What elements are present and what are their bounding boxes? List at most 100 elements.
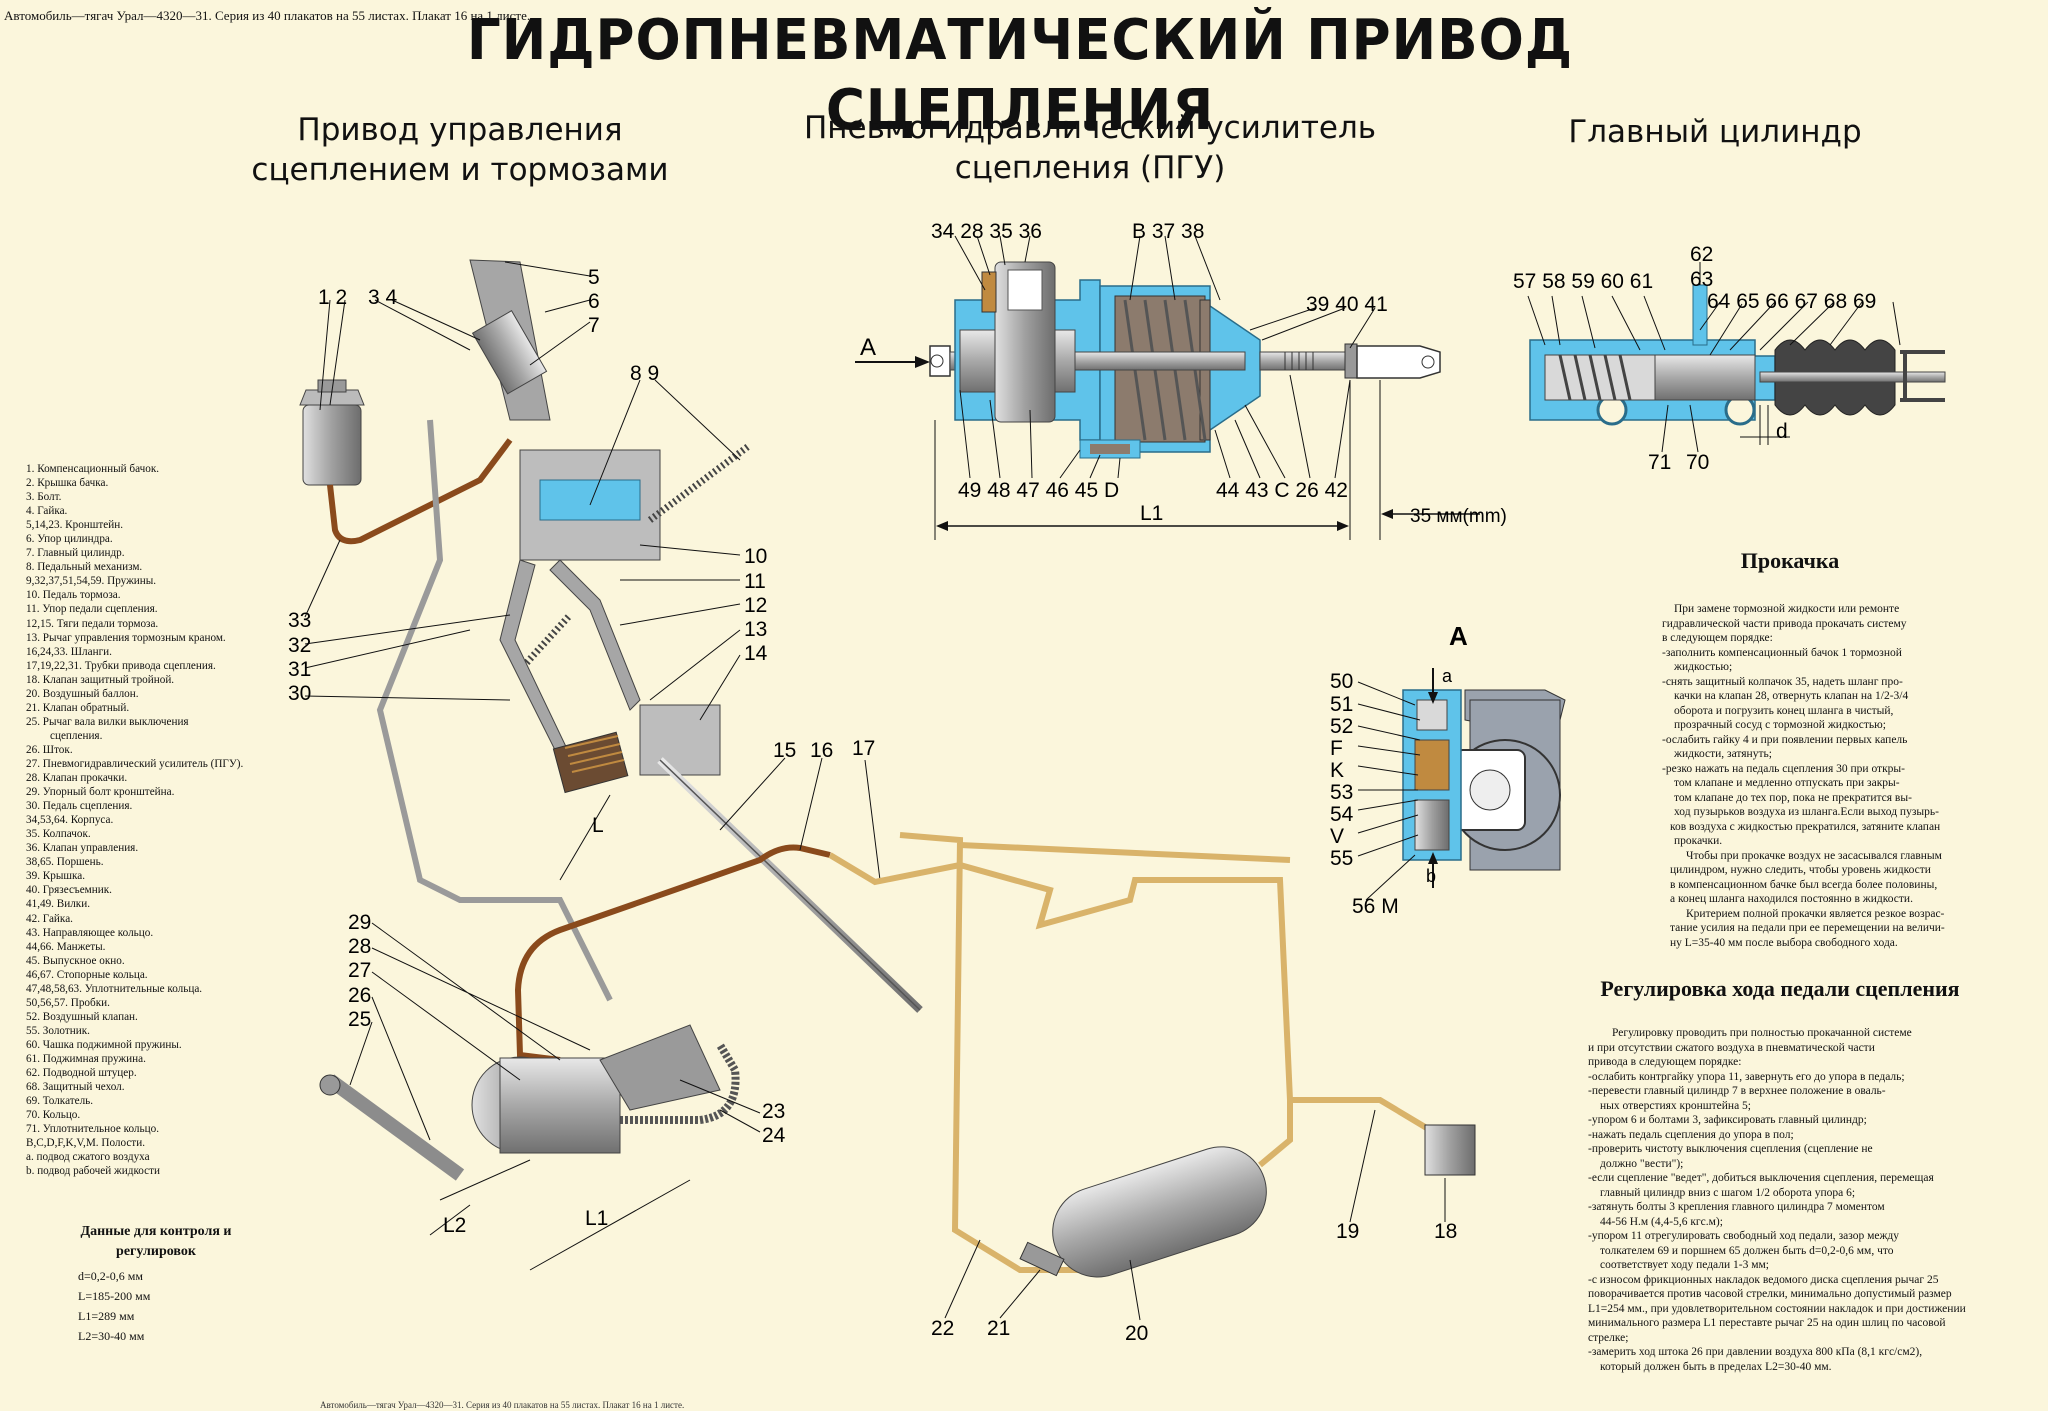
adjust-title: Регулировка хода педали сцепления — [1600, 976, 1960, 1001]
legend-item: 20. Воздушный баллон. — [26, 687, 139, 700]
view-a-callout-52: 52 — [1330, 715, 1353, 738]
bleeding-instructions: При замене тормозной жидкости или ремонт… — [1662, 603, 1945, 949]
pgu-arrow-a-label: A — [860, 334, 876, 361]
master-dimension-d: d — [1776, 420, 1788, 443]
legend-item: 12,15. Тяги педали тормоза. — [26, 617, 159, 630]
legend-item: 46,67. Стопорные кольца. — [26, 968, 148, 981]
drive-assembly-drawing — [299, 259, 923, 1271]
control-item: L=185-200 мм — [78, 1289, 151, 1303]
callout-18: 18 — [1434, 1220, 1457, 1243]
view-a-callout-50: 50 — [1330, 670, 1353, 693]
legend-item: сцепления. — [50, 729, 103, 742]
master-callout-70: 70 — [1686, 451, 1709, 474]
legend-item: 5,14,23. Кронштейн. — [26, 519, 124, 532]
callout-10: 10 — [744, 545, 767, 568]
callout-12: 12 — [744, 594, 767, 617]
callout-1-2: 1 2 — [318, 286, 347, 309]
legend-item: a. подвод сжатого воздуха — [26, 1151, 150, 1164]
legend-item: 4. Гайка. — [26, 505, 68, 518]
pgu-callouts-top-left: 34 28 35 36 — [931, 220, 1042, 243]
pgu-callouts-top-mid: B 37 38 — [1132, 220, 1204, 243]
view-a-callout-54: 54 — [1330, 803, 1354, 826]
legend-item: 30. Педаль сцепления. — [26, 800, 133, 813]
callout-22: 22 — [931, 1317, 954, 1340]
legend-item: 55. Золотник. — [26, 1024, 90, 1037]
poster-title: ГИДРОПНЕВМАТИЧЕСКИЙ ПРИВОД СЦЕПЛЕНИЯ — [466, 8, 1574, 143]
legend-item: 35. Колпачок. — [26, 828, 91, 841]
callout-14: 14 — [744, 642, 768, 665]
pgu-drawing — [855, 235, 1480, 540]
view-a-drawing — [1357, 668, 1566, 901]
dimension-l: L — [592, 814, 604, 837]
master-callouts-left: 57 58 59 60 61 — [1513, 270, 1653, 293]
callout-23: 23 — [762, 1100, 785, 1123]
callout-30: 30 — [288, 682, 311, 705]
legend-item: 42. Гайка. — [26, 912, 73, 925]
master-callouts-right: 64 65 66 67 68 69 — [1707, 290, 1876, 313]
legend-item: 26. Шток. — [26, 743, 73, 756]
callout-27: 27 — [348, 959, 371, 982]
legend-item: 52. Воздушный клапан. — [26, 1010, 138, 1023]
pgu-callouts-bottom-right: 44 43 C 26 42 — [1216, 479, 1348, 502]
legend-item: 1. Компенсационный бачок. — [26, 463, 160, 475]
legend-item: 69. Толкатель. — [26, 1095, 94, 1108]
legend-item: 44,66. Манжеты. — [26, 940, 106, 953]
legend-item: 45. Выпускное окно. — [26, 954, 125, 967]
callout-33: 33 — [288, 609, 311, 632]
callout-15: 15 — [773, 739, 796, 762]
master-cylinder-drawing — [1527, 262, 1946, 453]
legend-item: 7. Главный цилиндр. — [26, 547, 125, 560]
callout-5: 5 — [588, 266, 600, 289]
legend-item: 41,49. Вилки. — [26, 898, 91, 911]
callout-29: 29 — [348, 911, 371, 934]
view-a-callout-f: F — [1330, 737, 1343, 760]
callout-16: 16 — [810, 739, 833, 762]
callout-21: 21 — [987, 1317, 1010, 1340]
callout-labels: 1 2 3 4 5 6 7 8 9 10 11 12 13 14 15 16 1… — [288, 220, 1876, 1345]
view-a-title: А — [1449, 621, 1468, 651]
control-item: L1=289 мм — [78, 1309, 135, 1323]
callout-28: 28 — [348, 935, 371, 958]
legend-item: b. подвод рабочей жидкости — [26, 1165, 161, 1178]
view-a-callout-56-m: 56 M — [1352, 895, 1399, 918]
view-a-callout-51: 51 — [1330, 693, 1353, 716]
master-callout-62: 62 — [1690, 243, 1713, 266]
legend-item: 13. Рычаг управления тормозным краном. — [26, 631, 226, 644]
legend-item: 60. Чашка поджимной пружины. — [26, 1038, 182, 1051]
dimension-l1: L1 — [585, 1207, 608, 1230]
section-title-pgu: Пневмогидравлический усилитель сцепления… — [803, 110, 1377, 186]
callout-25: 25 — [348, 1008, 371, 1031]
section-title-master-cylinder: Главный цилиндр — [1568, 114, 1862, 150]
legend-item: 29. Упорный болт кронштейна. — [26, 786, 175, 799]
legend-item: 21. Клапан обратный. — [26, 701, 130, 714]
view-a-fluid-inlet-b: b — [1426, 866, 1436, 886]
legend-item: 39. Крышка. — [26, 870, 85, 883]
control-data-title: Данные для контроля и регулировок — [80, 1224, 232, 1259]
legend-item: 68. Защитный чехол. — [26, 1081, 125, 1094]
bleeding-title: Прокачка — [1740, 548, 1840, 573]
legend-item: 61. Поджимная пружина. — [26, 1052, 146, 1065]
legend-item: 27. Пневмогидравлический усилитель (ПГУ)… — [26, 757, 244, 770]
legend-item: 9,32,37,51,54,59. Пружины. — [26, 575, 157, 588]
legend-item: 38,65. Поршень. — [26, 856, 104, 869]
legend-item: 47,48,58,63. Уплотнительные кольца. — [26, 982, 203, 995]
section-title-drive: Привод управления сцеплением и тормозами — [251, 112, 669, 188]
control-item: L2=30-40 мм — [78, 1329, 145, 1343]
view-a-callout-53: 53 — [1330, 781, 1353, 804]
callout-3-4: 3 4 — [368, 286, 398, 309]
callout-32: 32 — [288, 634, 311, 657]
callout-19: 19 — [1336, 1220, 1359, 1243]
callout-20: 20 — [1125, 1322, 1148, 1345]
legend-item: 10. Педаль тормоза. — [26, 589, 121, 602]
control-item: d=0,2-0,6 мм — [78, 1269, 143, 1283]
view-a-callout-v: V — [1330, 825, 1344, 848]
air-system-drawing — [828, 832, 1476, 1321]
legend-item: 16,24,33. Шланги. — [26, 645, 112, 658]
dimension-l2: L2 — [443, 1214, 466, 1237]
legend-item: 25. Рычаг вала вилки выключения — [26, 715, 189, 728]
legend-item: 70. Кольцо. — [26, 1109, 81, 1122]
callout-6: 6 — [588, 290, 600, 313]
legend-item: 11. Упор педали сцепления. — [26, 603, 158, 616]
legend-item: 18. Клапан защитный тройной. — [26, 673, 175, 686]
